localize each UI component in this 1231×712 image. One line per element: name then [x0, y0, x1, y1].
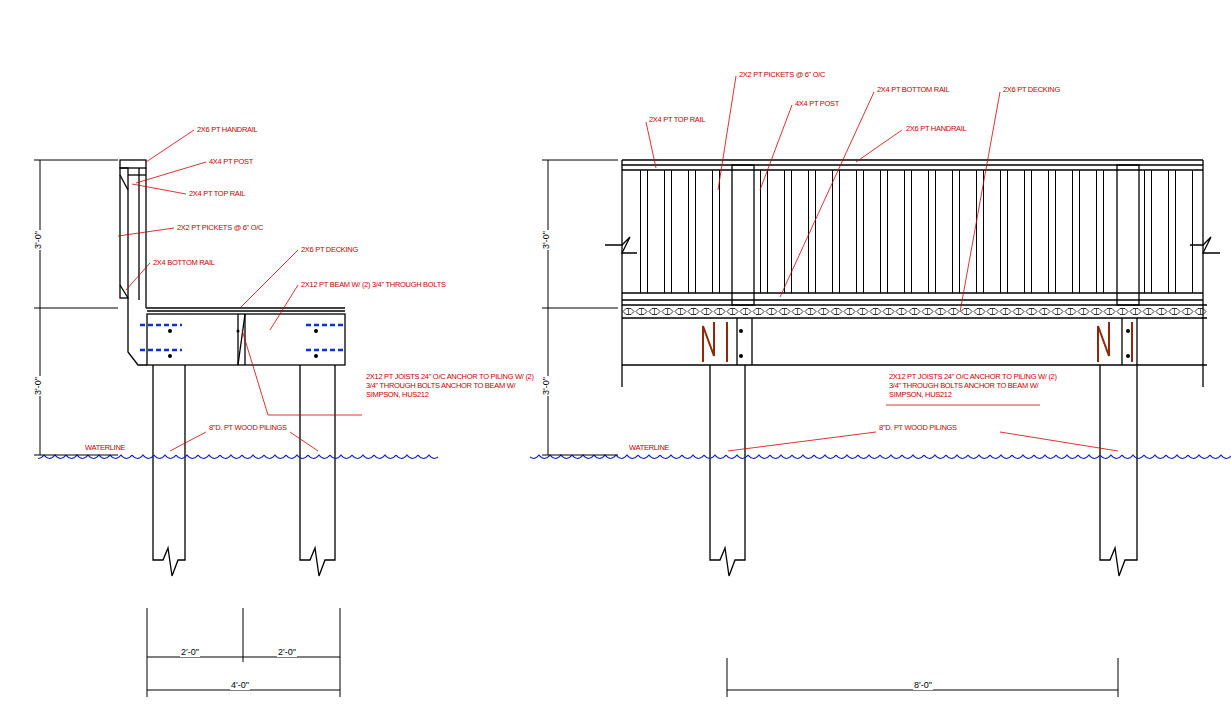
dimension-text: 2'-0": [277, 648, 297, 657]
callout-label: 2X4 BOTTOM RAIL: [152, 258, 216, 267]
dimension-text: 3'-0": [34, 376, 43, 396]
callout-label: 2X6 PT HANDRAIL: [905, 124, 967, 133]
dimension-text: 4'-0": [230, 681, 250, 690]
waterline-label: WATERLINE: [84, 443, 126, 452]
dimension-text: 3'-0": [542, 230, 551, 250]
callout-label: 8"D. PT WOOD PILINGS: [878, 423, 958, 432]
waterline-label: WATERLINE: [628, 443, 670, 452]
dimension-text: 3'-0": [542, 376, 551, 396]
callout-label: 2X6 PT DECKING: [1002, 85, 1061, 94]
callout-label: 4X4 PT POST: [208, 157, 254, 166]
callout-label: 2X4 PT TOP RAIL: [188, 189, 246, 198]
dimension-text: 2'-0": [180, 648, 200, 657]
note-label: 2X12 PT JOISTS 24" O/C ANCHOR TO PILING …: [888, 372, 1070, 399]
callout-label: 2X6 PT DECKING: [300, 245, 359, 254]
callout-label: 2X2 PT PICKETS @ 6" O/C: [738, 70, 826, 79]
callout-label: 2X4 PT BOTTOM RAIL: [876, 85, 950, 94]
callout-label: 2X2 PT PICKETS @ 6" O/C: [176, 223, 264, 232]
dimension-text: 3'-0": [34, 230, 43, 250]
callout-label: 2X6 PT HANDRAIL: [196, 125, 258, 134]
callout-label: 4X4 PT POST: [794, 99, 840, 108]
callout-label: 2X4 PT TOP RAIL: [648, 115, 706, 124]
note-label: 2X12 PT JOISTS 24" O/C ANCHOR TO PILING …: [365, 372, 547, 399]
callout-label: 2X12 PT BEAM W/ (2) 3/4" THROUGH BOLTS: [300, 280, 447, 289]
callout-label: 8"D. PT WOOD PILINGS: [208, 423, 288, 432]
dimension-text: 8'-0": [913, 681, 933, 690]
